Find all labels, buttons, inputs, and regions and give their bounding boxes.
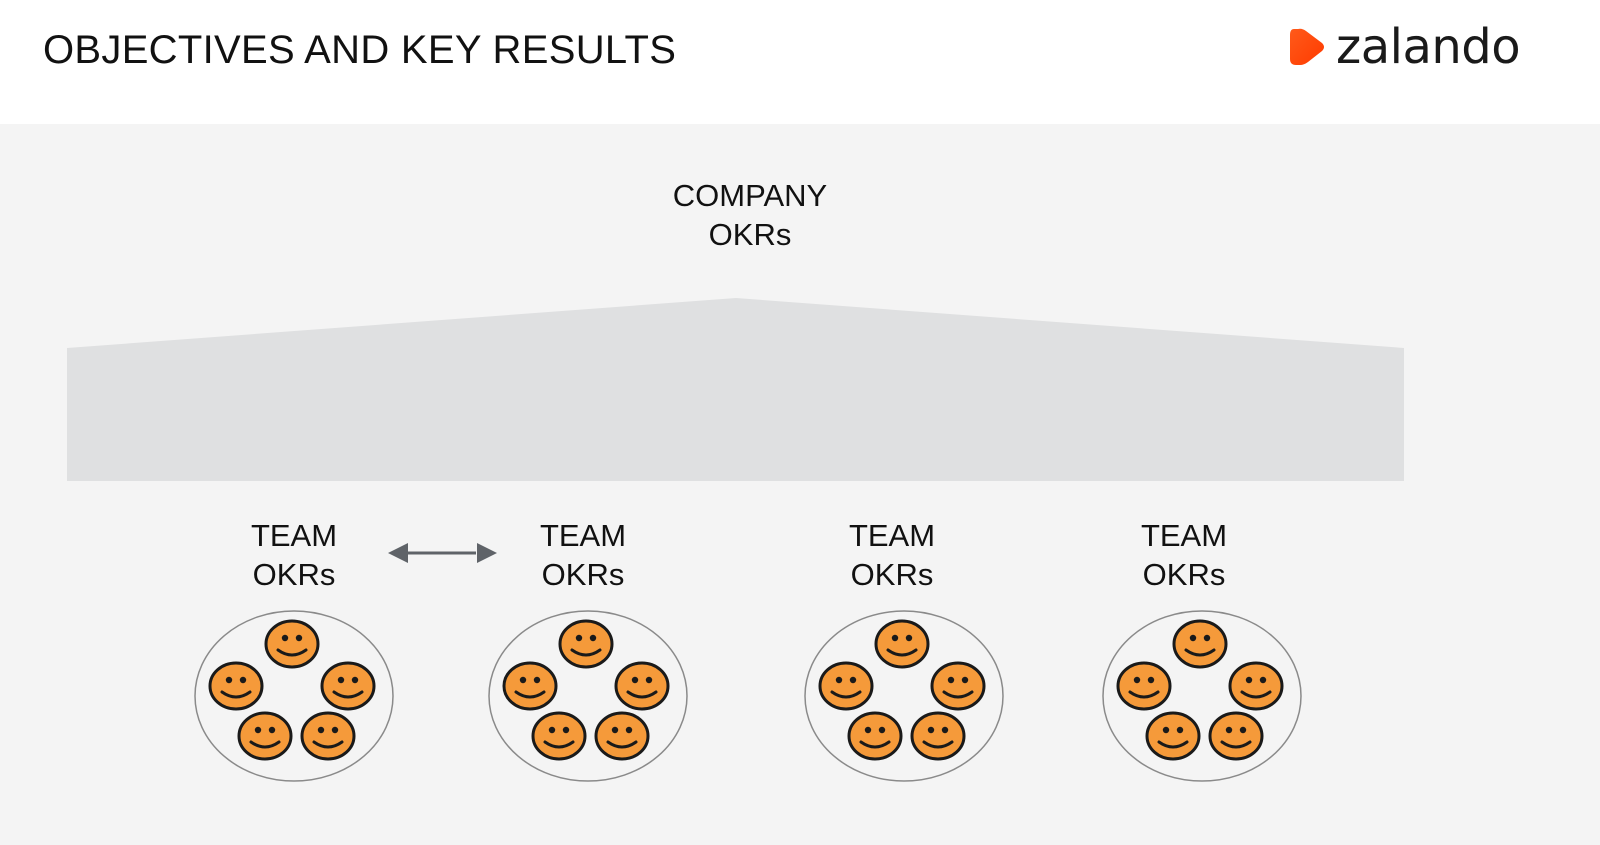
smiley-face-icon (818, 661, 874, 711)
team-group-4 (1102, 610, 1302, 782)
smiley-face-icon (930, 661, 986, 711)
team-label-line2: OKRs (541, 557, 625, 592)
team-group-3 (804, 610, 1004, 782)
company-label-line2: OKRs (708, 217, 792, 252)
team-okrs-label-4: TEAM OKRs (1104, 516, 1264, 594)
okr-diagram: COMPANY OKRs TEAM OKRs TEAM OKRs TEAM OK… (0, 124, 1600, 845)
smiley-face-icon (558, 619, 614, 669)
team-connector-arrow (388, 543, 497, 563)
smiley-face-icon (1116, 661, 1172, 711)
smiley-face-icon (320, 661, 376, 711)
smiley-face-icon (1228, 661, 1284, 711)
company-okrs-label: COMPANY OKRs (650, 176, 850, 254)
brand-logo: zalando (1288, 19, 1521, 75)
diagram-canvas (67, 298, 1404, 782)
smiley-face-icon (502, 661, 558, 711)
team-label-line2: OKRs (1142, 557, 1226, 592)
brand-name: zalando (1336, 19, 1521, 75)
team-label-line2: OKRs (850, 557, 934, 592)
smiley-face-icon (208, 661, 264, 711)
slide-header: OBJECTIVES AND KEY RESULTS zalando (0, 0, 1600, 124)
smiley-face-icon (1145, 711, 1201, 761)
team-group-1 (194, 610, 394, 782)
zalando-play-icon (1290, 28, 1324, 65)
team-group-2 (488, 610, 688, 782)
slide-title: OBJECTIVES AND KEY RESULTS (43, 28, 677, 72)
smiley-face-icon (874, 619, 930, 669)
smiley-face-icon (594, 711, 650, 761)
smiley-face-icon (531, 711, 587, 761)
smiley-face-icon (1208, 711, 1264, 761)
smiley-face-icon (237, 711, 293, 761)
smiley-face-icon (614, 661, 670, 711)
smiley-face-icon (264, 619, 320, 669)
team-label-line1: TEAM (539, 518, 627, 553)
team-label-line1: TEAM (1140, 518, 1228, 553)
team-label-line1: TEAM (848, 518, 936, 553)
company-label-line1: COMPANY (672, 178, 828, 213)
team-okrs-label-1: TEAM OKRs (214, 516, 374, 594)
smiley-face-icon (910, 711, 966, 761)
smiley-face-icon (300, 711, 356, 761)
team-okrs-label-3: TEAM OKRs (812, 516, 972, 594)
smiley-face-icon (847, 711, 903, 761)
team-label-line2: OKRs (252, 557, 336, 592)
team-okrs-label-2: TEAM OKRs (503, 516, 663, 594)
team-label-line1: TEAM (250, 518, 338, 553)
company-roof-shape (67, 298, 1404, 481)
smiley-face-icon (1172, 619, 1228, 669)
